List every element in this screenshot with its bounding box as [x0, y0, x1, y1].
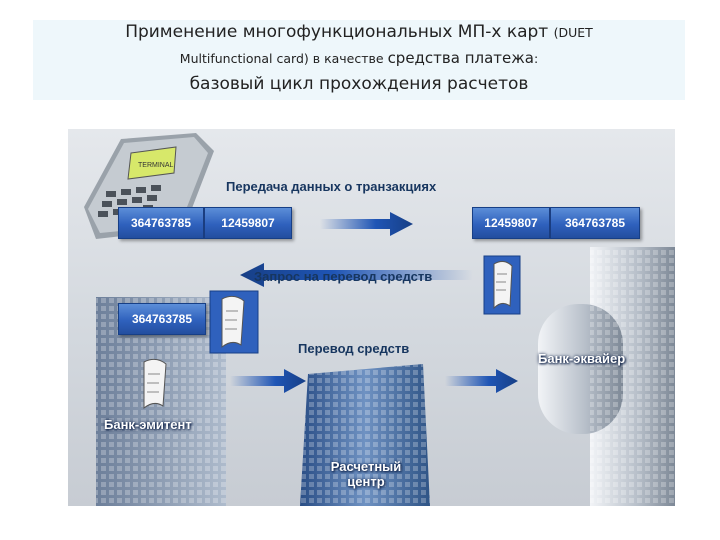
title-line-1-main: Применение многофункциональных МП-х карт — [125, 22, 553, 42]
label-settlement-center: Расчетный центр — [326, 459, 406, 489]
issuer-transaction-bar: 364763785 — [118, 303, 206, 335]
settlement-cycle-diagram: TERMINAL Передача данных о транзакциях 3… — [68, 129, 675, 506]
document-scroll-icon — [134, 354, 180, 412]
title-box: Применение многофункциональных МП-х карт… — [33, 20, 685, 100]
label-settlement-line-1: Расчетный — [326, 459, 406, 474]
document-scroll-icon — [208, 289, 260, 355]
arrow-center-to-acquirer — [445, 369, 518, 393]
arrow-issuer-to-center — [230, 369, 306, 393]
label-transfer-funds: Перевод средств — [298, 341, 409, 356]
title-line-1-small: (DUET — [554, 25, 593, 40]
document-scroll-icon — [482, 254, 522, 316]
title-line-1: Применение многофункциональных МП-х карт… — [33, 22, 685, 42]
label-settlement-line-2: центр — [326, 474, 406, 489]
title-line-2-main: средства платежа — [388, 49, 534, 67]
issuer-card-number: 364763785 — [119, 304, 205, 334]
title-line-2: Multifunctional card) в качестве средств… — [33, 49, 685, 67]
label-bank-acquirer: Банк-эквайер — [538, 351, 625, 366]
title-line-2-small: Multifunctional card) в качестве — [180, 51, 388, 66]
arrow-transfer-data — [320, 212, 413, 236]
label-request: Запрос на перевод средств — [254, 269, 432, 284]
title-line-3: базовый цикл прохождения расчетов — [33, 74, 685, 94]
label-bank-issuer: Банк-эмитент — [104, 417, 192, 432]
title-line-2-colon: : — [534, 51, 538, 66]
